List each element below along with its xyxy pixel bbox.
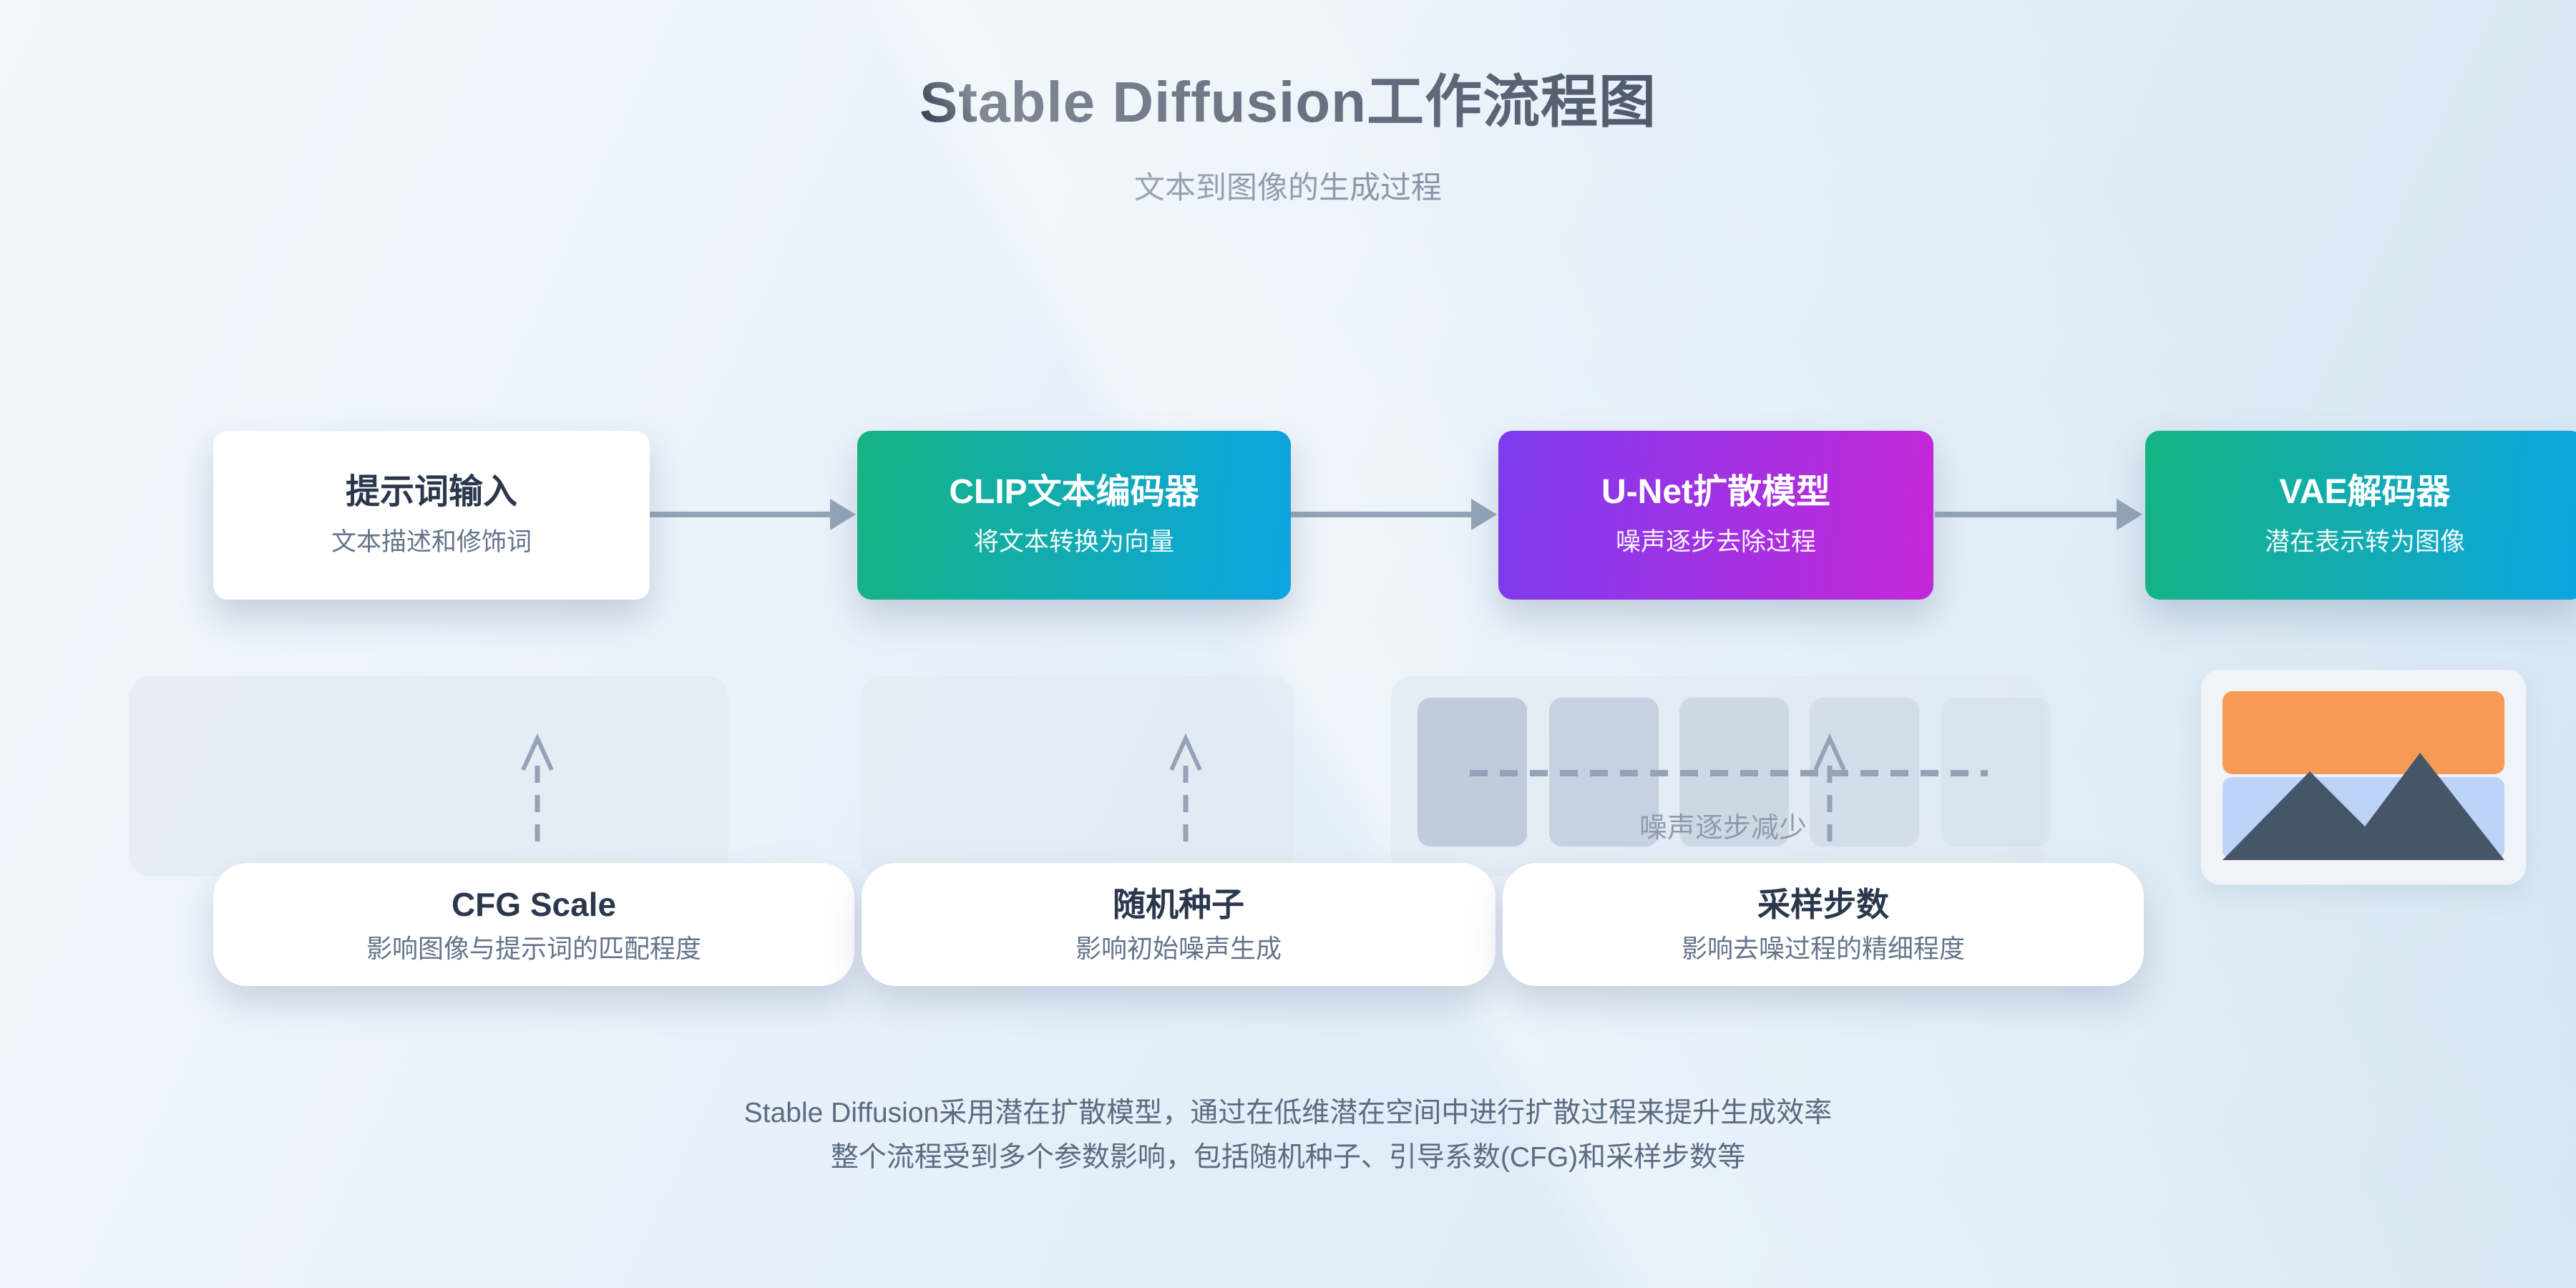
ghost-panel-cfg <box>129 676 728 877</box>
footer-line-1: Stable Diffusion采用潜在扩散模型，通过在低维潜在空间中进行扩散过… <box>743 1098 1833 1128</box>
image-mountains-icon <box>2223 753 2504 860</box>
flow-step-desc: 潜在表示转为图像 <box>2264 528 2465 557</box>
flow-step-title: VAE解码器 <box>2279 473 2451 512</box>
param-card-random-seed: 随机种子 影响初始噪声生成 <box>862 863 1496 986</box>
arrow-right-head-icon <box>830 499 856 530</box>
dashed-up-arrow-icon <box>1169 733 1202 841</box>
flow-step-desc: 文本描述和修饰词 <box>331 528 532 557</box>
arrow-right-head-icon <box>1471 499 1497 530</box>
param-card-title: 随机种子 <box>1113 885 1244 923</box>
flow-step-unet-model: U-Net扩散模型 噪声逐步去除过程 <box>1498 431 1933 600</box>
dashed-up-arrow-icon <box>521 733 554 841</box>
param-card-cfg-scale: CFG Scale 影响图像与提示词的匹配程度 <box>213 863 854 986</box>
image-sky-bar <box>2223 691 2504 774</box>
flow-step-title: U-Net扩散模型 <box>1601 473 1830 512</box>
flow-step-desc: 将文本转换为向量 <box>973 528 1174 557</box>
denoise-label: 噪声逐步减少 <box>1639 813 1807 844</box>
flow-step-desc: 噪声逐步去除过程 <box>1615 528 1816 557</box>
footer-line-2: 整个流程受到多个参数影响，包括随机种子、引导系数(CFG)和采样步数等 <box>830 1142 1746 1173</box>
arrow-right-icon <box>1935 512 2118 517</box>
page-subtitle: 文本到图像的生成过程 <box>1134 171 1442 205</box>
param-card-desc: 影响去噪过程的精细程度 <box>1681 933 1965 963</box>
param-card-title: CFG Scale <box>451 885 617 923</box>
arrow-right-head-icon <box>2117 499 2142 530</box>
flow-step-title: 提示词输入 <box>345 473 517 512</box>
flow-step-prompt-input: 提示词输入 文本描述和修饰词 <box>213 431 650 600</box>
flow-step-vae-decoder: VAE解码器 潜在表示转为图像 <box>2145 431 2576 600</box>
dashed-line-icon <box>1470 770 1988 776</box>
arrow-right-icon <box>650 512 831 517</box>
generated-image-icon <box>2201 670 2526 884</box>
flow-step-clip-encoder: CLIP文本编码器 将文本转换为向量 <box>857 431 1291 600</box>
dashed-up-arrow-icon <box>1813 733 1846 841</box>
arrow-right-icon <box>1291 512 1473 517</box>
param-card-title: 采样步数 <box>1757 885 1889 923</box>
flow-step-title: CLIP文本编码器 <box>949 473 1199 512</box>
ghost-panel-seed <box>860 676 1294 877</box>
page-title: Stable Diffusion工作流程图 <box>919 70 1657 134</box>
param-card-sampling-steps: 采样步数 影响去噪过程的精细程度 <box>1503 863 2144 986</box>
param-card-desc: 影响初始噪声生成 <box>1075 933 1282 963</box>
param-card-desc: 影响图像与提示词的匹配程度 <box>366 933 701 963</box>
